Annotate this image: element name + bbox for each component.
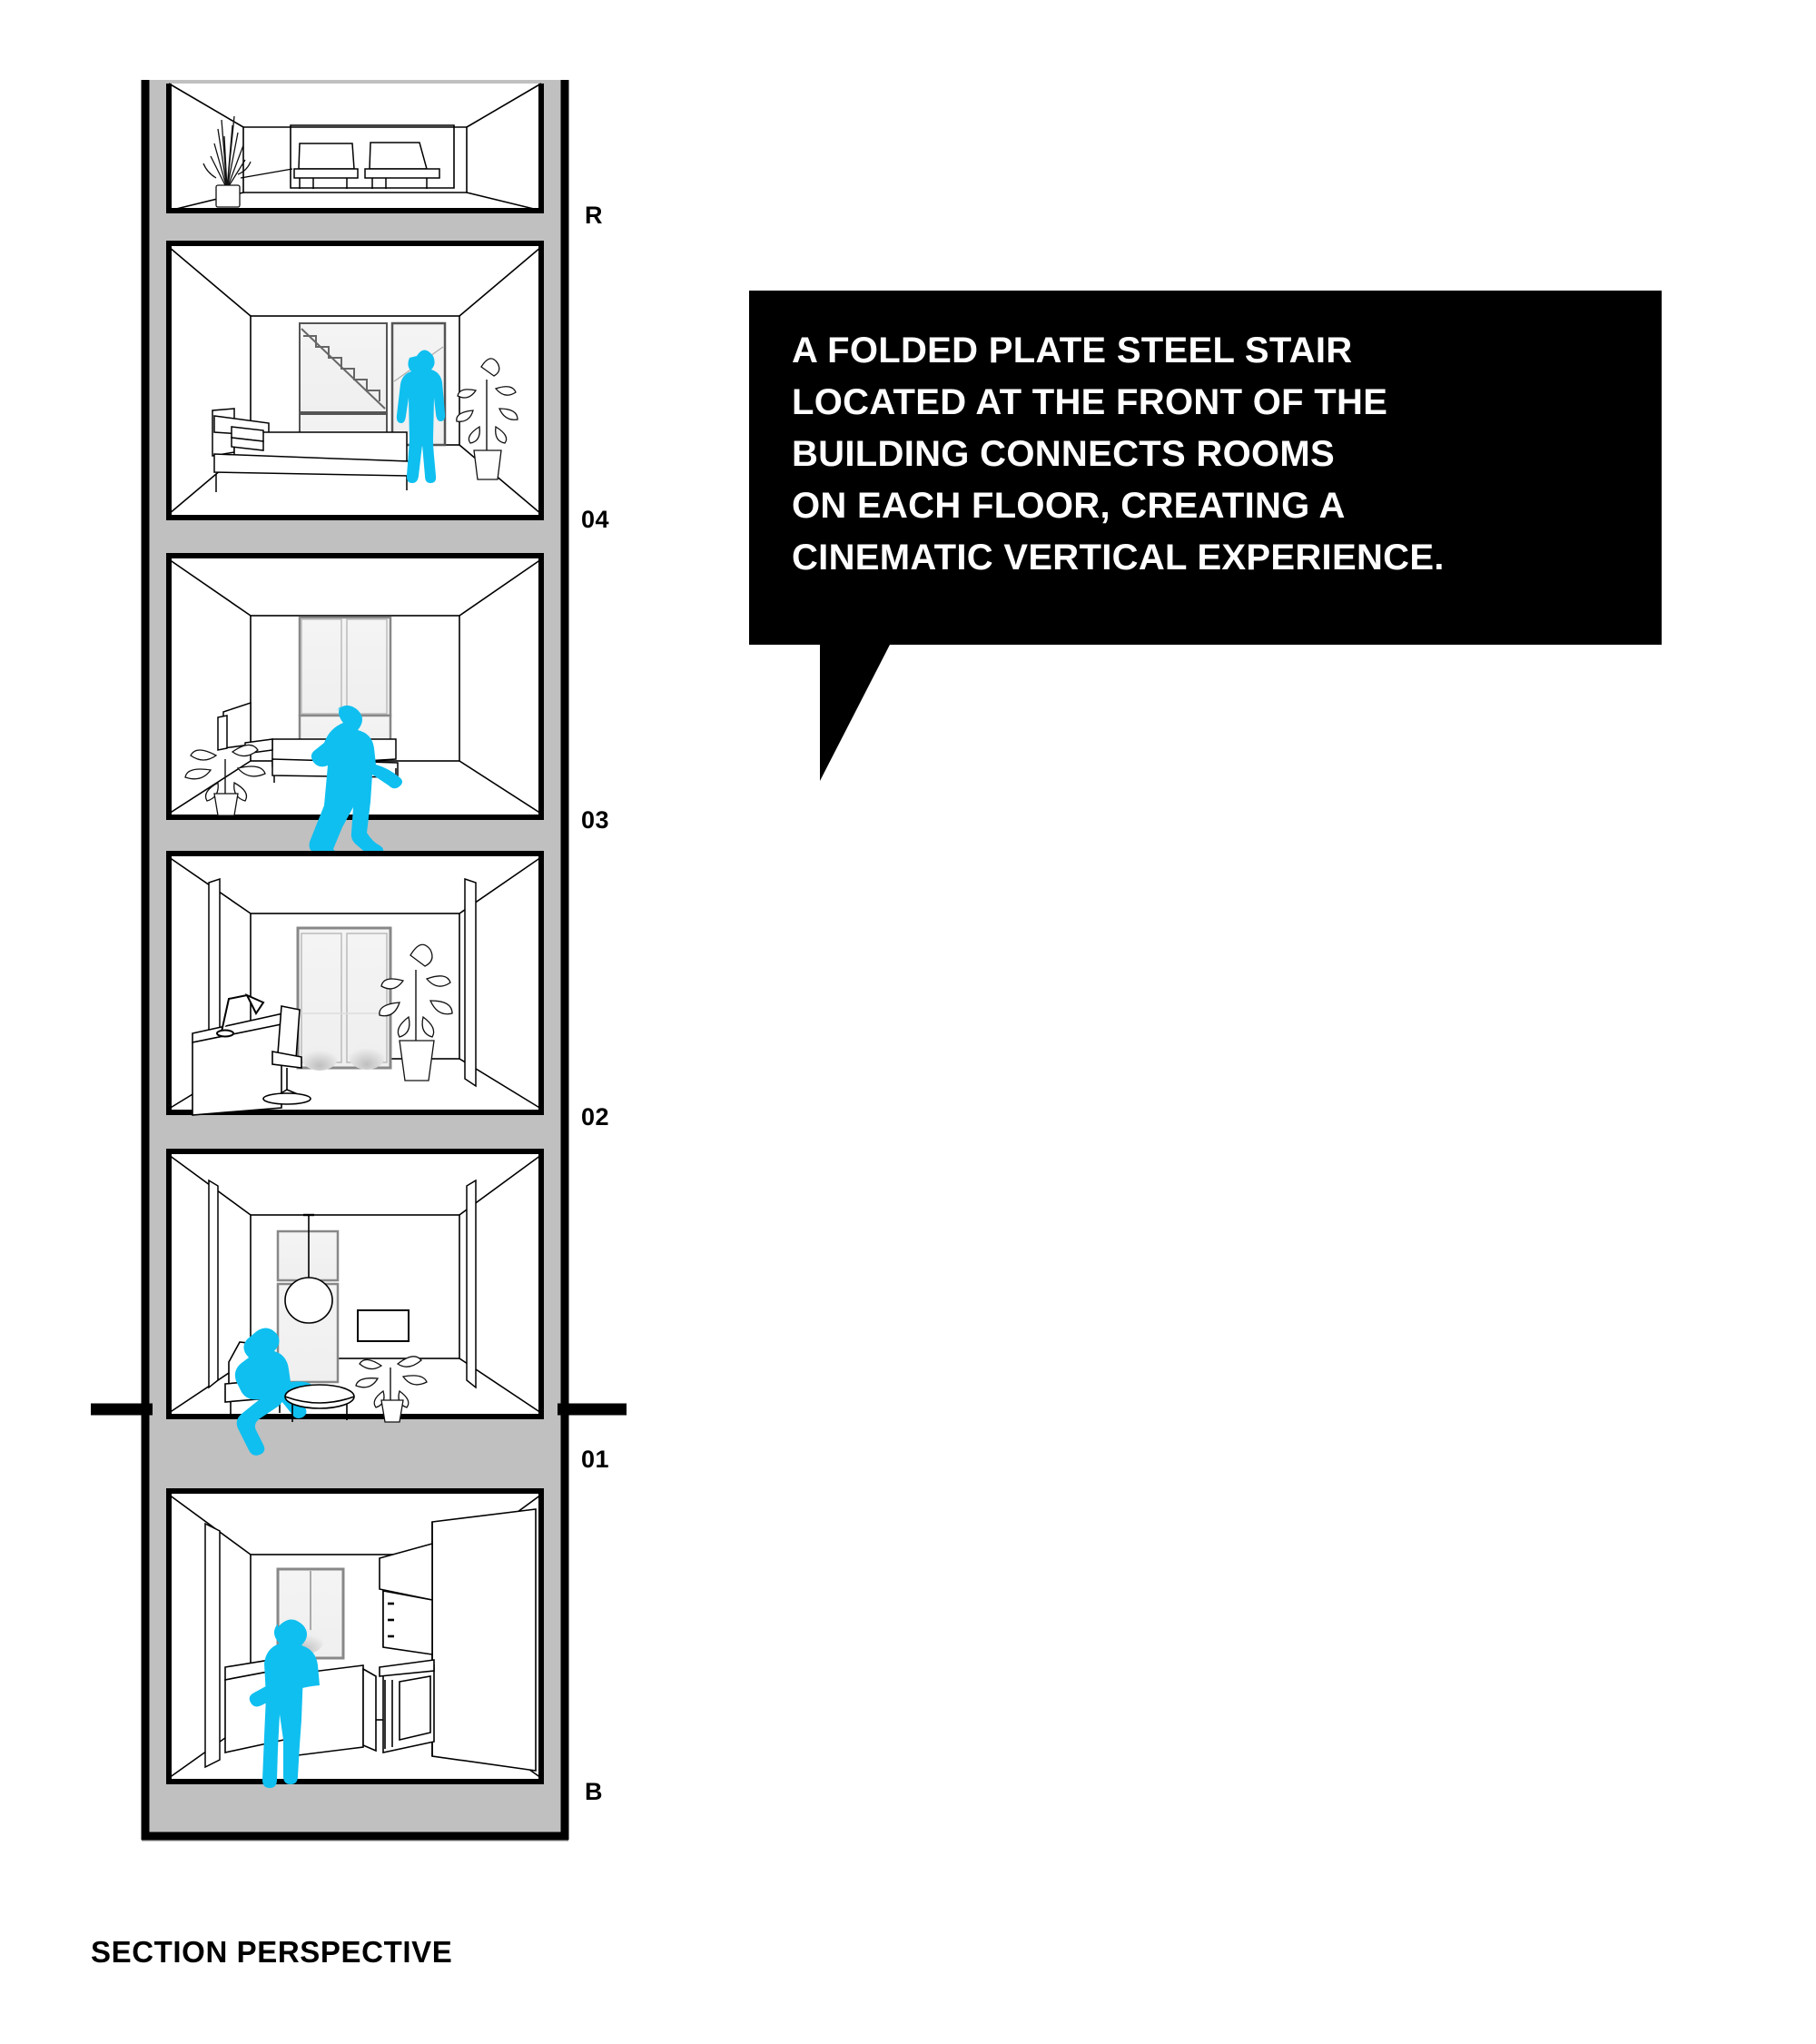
level-label-B: B <box>585 1778 603 1805</box>
potted-plant <box>379 943 453 1081</box>
lounge-chair <box>293 143 359 189</box>
potted-plant <box>202 115 252 208</box>
section-drawing: R 04 03 02 01 B <box>0 0 690 1907</box>
level-label-04: 04 <box>581 506 610 533</box>
room-level-04 <box>166 241 544 520</box>
office-chair <box>262 1005 311 1105</box>
room-roof-terrace <box>166 83 544 213</box>
callout-text: A FOLDED PLATE STEEL STAIR LOCATED AT TH… <box>792 325 1636 584</box>
wall-art <box>357 1309 410 1342</box>
figure-running-child <box>309 703 402 862</box>
callout-tail <box>820 643 891 781</box>
level-label-R: R <box>585 202 603 229</box>
callout-box: A FOLDED PLATE STEEL STAIR LOCATED AT TH… <box>749 291 1662 645</box>
callout-line-1: A FOLDED PLATE STEEL STAIR <box>792 331 1353 370</box>
bed <box>212 408 410 492</box>
callout-line-4: ON EACH FLOOR, CREATING A <box>792 486 1346 526</box>
kitchen-island <box>290 1664 377 1757</box>
level-label-03: 03 <box>581 806 610 834</box>
figure-standing-at-counter <box>249 1619 320 1788</box>
coffee-table <box>284 1384 355 1422</box>
glass-doors <box>296 926 392 1071</box>
oven-cabinets <box>379 1659 435 1753</box>
refrigerator <box>431 1508 537 1772</box>
potted-plant <box>184 744 266 816</box>
potted-plant <box>456 358 518 480</box>
building-section-svg <box>91 80 627 1842</box>
room-level-01 <box>166 1149 544 1456</box>
folded-plate-stair <box>301 328 386 410</box>
desk <box>217 701 273 755</box>
pendant-lamp <box>284 1213 333 1324</box>
callout-line-3: BUILDING CONNECTS ROOMS <box>792 434 1336 474</box>
page-title: SECTION PERSPECTIVE <box>91 1935 453 1969</box>
callout-line-5: CINEMATIC VERTICAL EXPERIENCE. <box>792 538 1445 578</box>
upper-cabinets <box>379 1542 433 1655</box>
window-wall <box>298 616 392 750</box>
level-label-02: 02 <box>581 1103 610 1131</box>
callout-line-2: LOCATED AT THE FRONT OF THE <box>792 382 1388 422</box>
task-lamp <box>216 992 265 1038</box>
level-label-01: 01 <box>581 1446 610 1473</box>
wall-fin <box>204 1522 221 1769</box>
figure-standing <box>396 350 446 483</box>
wall-fin <box>208 1179 477 1389</box>
room-level-02 <box>166 851 544 1116</box>
room-basement <box>166 1488 544 1788</box>
lounge-chair <box>364 142 440 189</box>
building-outline <box>141 80 569 1841</box>
folded-plate-stair-glazing <box>299 322 388 444</box>
room-level-03 <box>166 553 544 862</box>
potted-plant <box>355 1356 428 1423</box>
